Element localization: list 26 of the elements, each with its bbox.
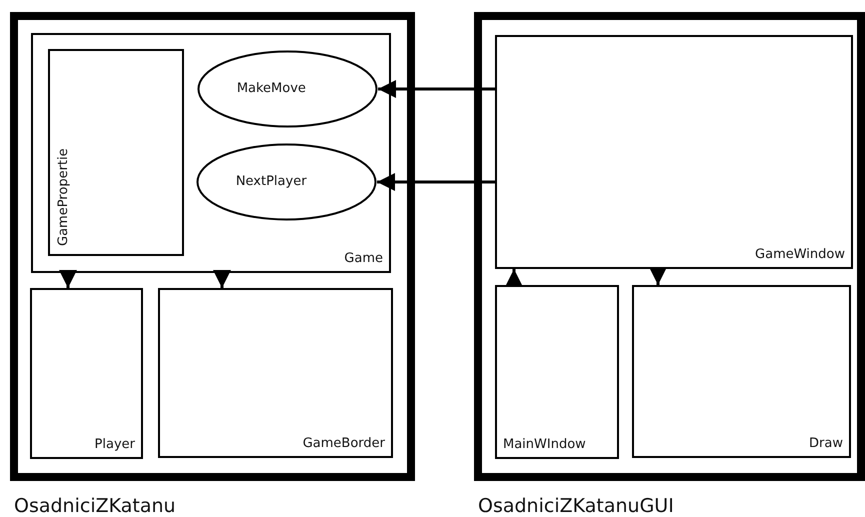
box-label: Draw	[809, 437, 843, 450]
class-box	[30, 288, 143, 459]
arrow	[505, 269, 523, 287]
class-box	[632, 285, 851, 458]
box-label: GameWindow	[755, 248, 845, 261]
class-box	[31, 33, 391, 273]
box-label: GameBorder	[302, 437, 385, 450]
class-box	[158, 288, 393, 458]
class-box	[48, 49, 184, 256]
class-box	[495, 285, 619, 459]
box-label: Game	[344, 252, 383, 265]
ellipse-label: NextPlayer	[236, 175, 307, 188]
box-label: GamePropertie	[57, 148, 70, 246]
use-case-ellipse	[197, 50, 378, 128]
arrow	[378, 80, 495, 98]
class-box	[495, 35, 853, 269]
arrow	[213, 270, 231, 288]
use-case-ellipse	[196, 143, 377, 221]
package-label: OsadniciZKatanu	[14, 497, 176, 516]
package-label: OsadniciZKatanuGUI	[478, 497, 674, 516]
arrow	[59, 270, 77, 288]
arrow	[377, 173, 495, 191]
ellipse-label: MakeMove	[236, 82, 306, 95]
box-label: Player	[94, 438, 135, 451]
box-label: MainWIndow	[503, 438, 586, 451]
arrow	[649, 267, 667, 285]
